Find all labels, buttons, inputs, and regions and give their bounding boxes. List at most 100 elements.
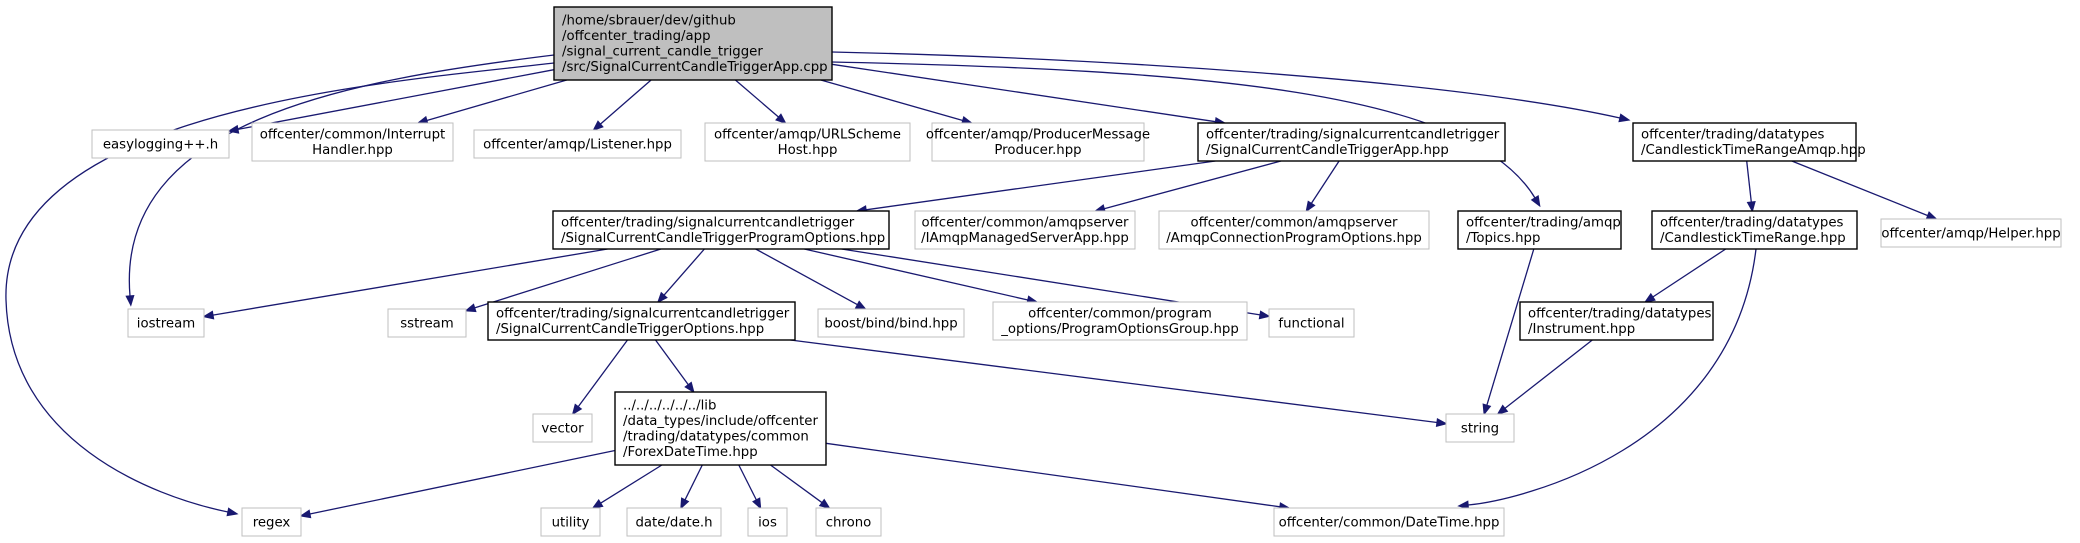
edge-sctapp-to-amqpconn: [1305, 160, 1340, 213]
node-label-line: /SignalCurrentCandleTriggerApp.hpp: [1206, 143, 1449, 158]
edge-root-to-easylogging: [227, 69, 555, 134]
arrowhead: [1435, 417, 1448, 427]
node-box: [992, 301, 1248, 341]
node-ctramqp[interactable]: offcenter/trading/datatypes/CandlestickT…: [1632, 122, 1866, 162]
edge-line: [1504, 339, 1593, 409]
node-label-line: offcenter/amqp/ProducerMessage: [926, 128, 1150, 143]
node-box: [1632, 122, 1857, 162]
node-box: [552, 210, 890, 250]
node-instrument[interactable]: offcenter/trading/datatypes/Instrument.h…: [1519, 301, 1714, 341]
node-box: [532, 413, 593, 443]
node-label-line: /AmqpConnectionProgramOptions.hpp: [1166, 231, 1422, 246]
node-box: [614, 391, 827, 466]
node-label-line: vector: [541, 421, 584, 436]
edge-root-to-regex: [5, 62, 555, 517]
node-box: [487, 301, 796, 341]
node-box: [1268, 308, 1355, 338]
node-box: [1457, 210, 1622, 250]
edge-line: [1486, 248, 1535, 406]
node-label-line: offcenter/trading/datatypes: [1641, 128, 1825, 143]
arrowhead: [1643, 292, 1656, 303]
node-label-line: /offcenter_trading/app: [562, 29, 711, 44]
node-label-line: string: [1461, 421, 1499, 436]
node-label-line: /ForexDateTime.hpp: [623, 445, 758, 460]
edge-line: [599, 79, 652, 125]
edge-ctr-to-datetime: [1457, 248, 1757, 510]
arrowhead: [854, 300, 867, 310]
node-box: [747, 507, 788, 537]
edge-root-to-sctapp: [831, 63, 1227, 127]
node-vector: vector: [532, 413, 593, 443]
edge-root-to-listener: [592, 79, 652, 132]
edge-ctr-to-instrument: [1643, 248, 1727, 303]
node-progopts[interactable]: offcenter/trading/signalcurrentcandletri…: [552, 210, 890, 250]
node-producer: offcenter/amqp/ProducerMessageProducer.h…: [926, 122, 1150, 162]
node-label-line: regex: [253, 515, 291, 530]
node-box: [91, 129, 230, 159]
edge-line: [865, 160, 1216, 211]
node-box: [473, 129, 682, 159]
node-label-line: /SignalCurrentCandleTriggerProgramOption…: [561, 231, 885, 246]
edge-line: [663, 248, 705, 296]
node-label-line: /src/SignalCurrentCandleTriggerApp.cpp: [562, 60, 828, 75]
node-label-line: utility: [552, 515, 590, 530]
node-iamqp: offcenter/common/amqpserver/IAmqpManaged…: [914, 210, 1136, 250]
node-box: [553, 6, 833, 81]
node-label-line: offcenter/amqp/URLScheme: [714, 128, 901, 143]
node-options[interactable]: offcenter/trading/signalcurrentcandletri…: [487, 301, 796, 341]
arrowhead: [1925, 211, 1938, 220]
node-label-line: /home/sbrauer/dev/github: [562, 14, 736, 29]
node-label-line: offcenter/trading/signalcurrentcandletri…: [561, 216, 855, 231]
node-label-line: offcenter/common/amqpserver: [921, 216, 1129, 231]
node-label-line: /SignalCurrentCandleTriggerOptions.hpp: [496, 322, 764, 337]
arrowhead: [775, 113, 787, 125]
node-datetime: offcenter/common/DateTime.hpp: [1273, 507, 1505, 537]
arrowhead: [1746, 200, 1756, 213]
node-utility: utility: [540, 507, 601, 537]
node-label-line: offcenter/amqp/Helper.hpp: [1881, 226, 2060, 241]
edge-line: [600, 464, 663, 504]
node-label-line: Host.hpp: [778, 143, 838, 158]
node-box: [1273, 507, 1505, 537]
node-boostbind: boost/bind/bind.hpp: [817, 308, 965, 338]
node-forex[interactable]: ../../../../../../lib/data_types/include…: [614, 391, 827, 466]
node-sctapp[interactable]: offcenter/trading/signalcurrentcandletri…: [1197, 122, 1506, 162]
node-box: [251, 122, 454, 162]
node-sstream: sstream: [387, 308, 467, 338]
node-listener: offcenter/amqp/Listener.hpp: [473, 129, 682, 159]
node-label-line: /Instrument.hpp: [1528, 322, 1635, 337]
node-ctr[interactable]: offcenter/trading/datatypes/CandlestickT…: [1651, 210, 1858, 250]
node-box: [1197, 122, 1506, 162]
edge-progopts-to-boostbind: [755, 248, 867, 310]
node-label-line: offcenter/trading/datatypes: [1660, 216, 1844, 231]
edge-line: [237, 69, 555, 131]
node-label-line: /trading/datatypes/common: [623, 430, 809, 445]
edge-line: [1310, 160, 1340, 204]
node-chrono: chrono: [815, 507, 882, 537]
node-label-line: /signal_current_candle_trigger: [562, 45, 763, 60]
node-box: [540, 507, 601, 537]
arrowhead: [656, 291, 668, 304]
node-label-line: ../../../../../../lib: [623, 399, 716, 414]
edge-progopts-to-options: [656, 248, 705, 304]
node-box: [817, 308, 965, 338]
node-label-line: iostream: [137, 316, 195, 331]
node-box: [1445, 413, 1515, 443]
node-box: [931, 122, 1145, 162]
node-root[interactable]: /home/sbrauer/dev/github/offcenter_tradi…: [553, 6, 833, 81]
node-progoptgroup: offcenter/common/program_options/Program…: [992, 301, 1248, 341]
edge-line: [1104, 160, 1282, 210]
node-datedate: date/date.h: [626, 507, 722, 537]
edge-root-to-urlscheme: [734, 79, 787, 125]
edge-instrument-to-string: [1496, 339, 1593, 416]
node-label-line: ios: [758, 515, 777, 530]
node-label-line: offcenter/common/amqpserver: [1190, 216, 1398, 231]
node-amqpconn: offcenter/common/amqpserver/AmqpConnecti…: [1158, 210, 1430, 250]
node-topics[interactable]: offcenter/trading/amqp/Topics.hpp: [1457, 210, 1622, 250]
arrowhead: [299, 509, 312, 519]
node-label-line: /data_types/include/offcenter: [623, 414, 818, 429]
edge-options-to-vector: [571, 339, 629, 416]
